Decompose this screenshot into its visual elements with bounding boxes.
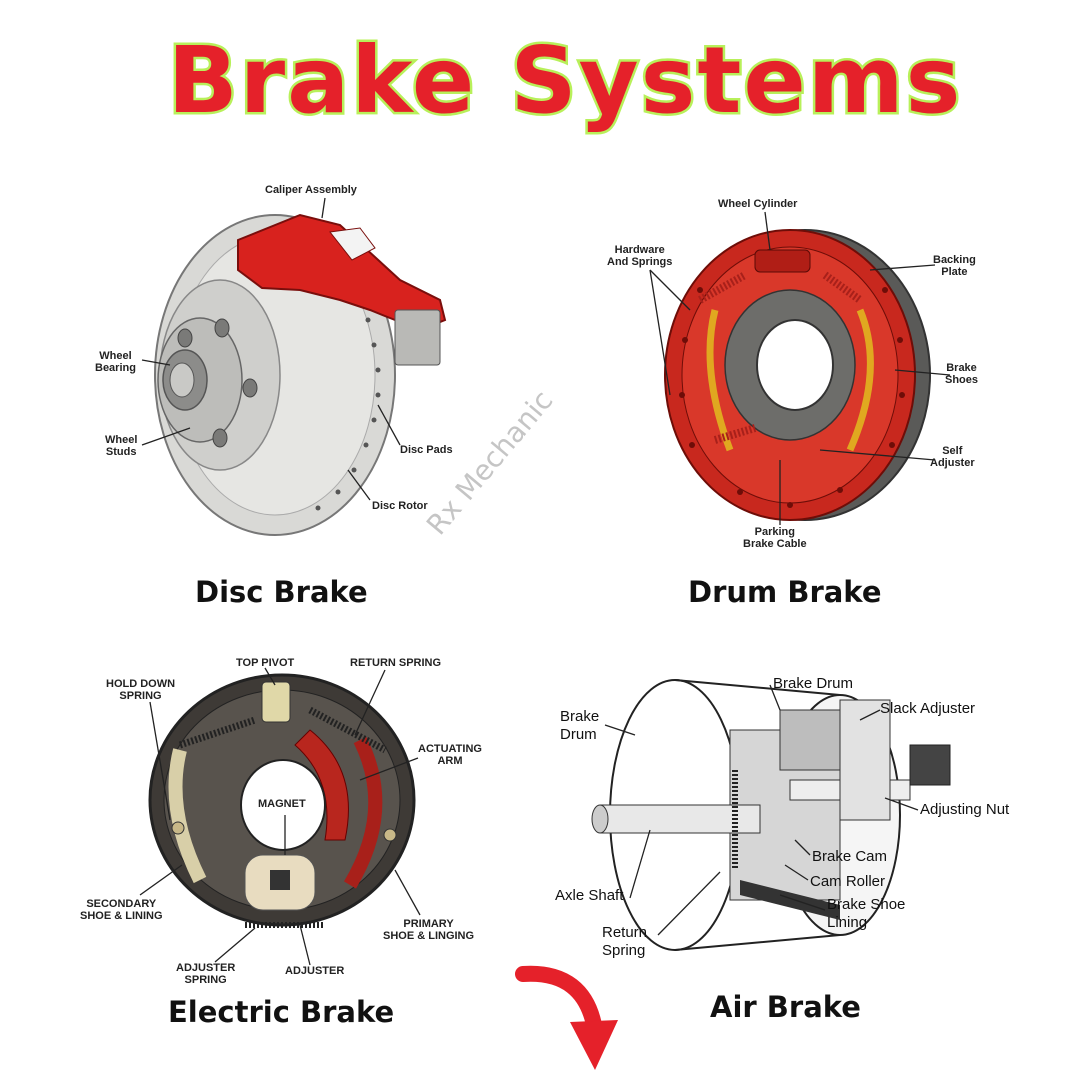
- label-magnet: MAGNET: [258, 798, 306, 810]
- label-slack-adjuster: Slack Adjuster: [880, 700, 976, 717]
- label-actuating-arm: ACTUATING ARM: [418, 743, 482, 767]
- label-cam-roller: Cam Roller: [810, 873, 886, 890]
- label-brake-shoe-lining: Brake Shoe Lining: [827, 896, 906, 931]
- disc-brake-illustration: [141, 197, 447, 536]
- page-title: Brake Systems: [0, 0, 1080, 150]
- label-return-spring-electric: RETURN SPRING: [350, 657, 442, 669]
- label-brake-drum-top: Brake Drum: [773, 675, 854, 692]
- label-adjusting-nut: Adjusting Nut: [920, 801, 1010, 818]
- label-axle-shaft: Axle Shaft: [555, 887, 624, 904]
- label-backing-plate: Backing Plate: [933, 254, 976, 278]
- label-hardware-springs: Hardware And Springs: [607, 244, 673, 268]
- title-text: Brake Systems: [168, 27, 963, 134]
- label-primary-shoe: PRIMARY SHOE & LINGING: [383, 918, 475, 942]
- caption-electric-brake: Electric Brake: [168, 995, 395, 1029]
- label-top-pivot: TOP PIVOT: [236, 657, 295, 669]
- label-hold-down-spring: HOLD DOWN SPRING: [106, 678, 176, 702]
- electric-brake-illustration: [139, 667, 421, 966]
- arrow-down-curved-icon: [515, 960, 625, 1075]
- label-brake-cam: Brake Cam: [812, 848, 888, 865]
- label-brake-shoes: Brake Shoes: [945, 362, 979, 386]
- label-self-adjuster: Self Adjuster: [930, 445, 975, 469]
- caption-drum-brake: Drum Brake: [688, 575, 882, 609]
- caption-air-brake: Air Brake: [710, 990, 861, 1024]
- label-parking-brake-cable: Parking Brake Cable: [743, 526, 807, 550]
- label-wheel-studs: Wheel Studs: [105, 434, 138, 458]
- label-adjuster-spring: ADJUSTER SPRING: [176, 962, 236, 986]
- drum-brake-illustration: [649, 211, 951, 525]
- drum-brake-panel: Wheel Cylinder Hardware And Springs Back…: [540, 170, 1080, 630]
- caption-disc-brake: Disc Brake: [195, 575, 368, 609]
- label-wheel-cylinder: Wheel Cylinder: [718, 198, 798, 210]
- label-caliper-assembly: Caliper Assembly: [265, 184, 357, 196]
- label-wheel-bearing: Wheel Bearing: [95, 350, 136, 374]
- electric-brake-panel: TOP PIVOT RETURN SPRING HOLD DOWN SPRING…: [0, 640, 540, 1080]
- label-adjuster: ADJUSTER: [285, 965, 345, 977]
- label-disc-pads: Disc Pads: [400, 444, 453, 456]
- label-secondary-shoe: SECONDARY SHOE & LINING: [80, 898, 163, 922]
- disc-brake-panel: Caliper Assembly Wheel Bearing Wheel Stu…: [0, 170, 540, 630]
- label-brake-drum-left: Brake Drum: [560, 708, 600, 743]
- air-brake-panel: Brake Drum Brake Drum Slack Adjuster Adj…: [540, 640, 1080, 1080]
- label-disc-rotor: Disc Rotor: [372, 500, 428, 512]
- air-brake-illustration: [591, 679, 951, 951]
- label-return-spring-air: Return Spring: [602, 924, 648, 959]
